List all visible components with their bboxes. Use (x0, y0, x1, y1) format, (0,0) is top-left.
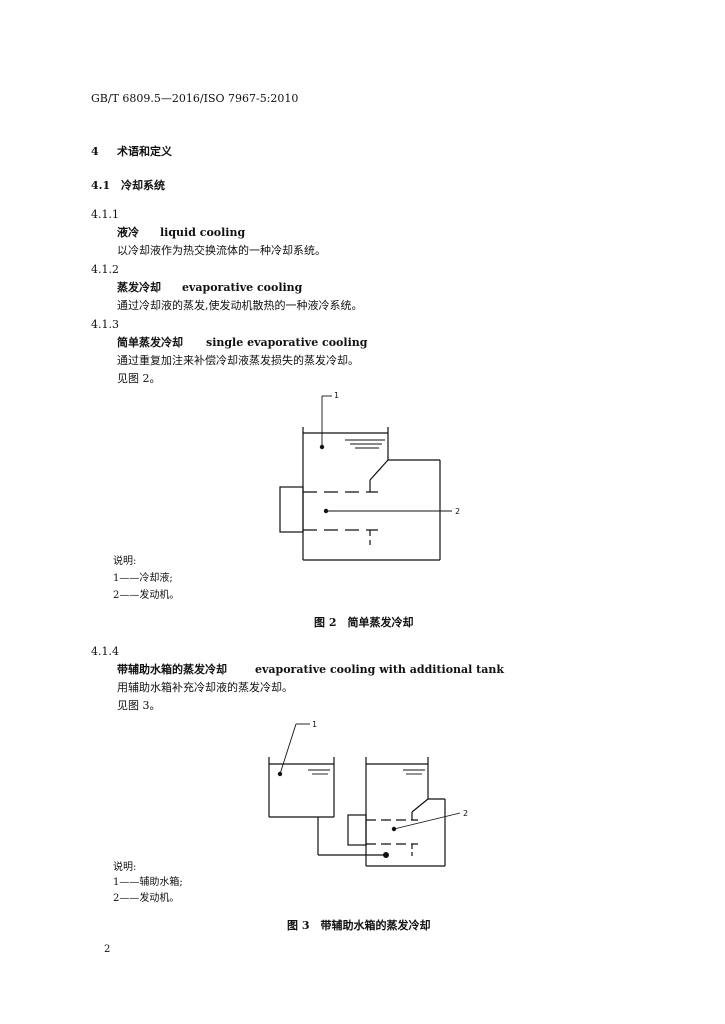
figure-2-legend-item: 1——冷却液; (113, 573, 173, 584)
figure-2-callout-2: 2 (455, 507, 460, 516)
term-en: single evaporative cooling (206, 336, 368, 349)
figure-2-legend-item: 2——发动机。 (113, 590, 180, 601)
term-zh: 蒸发冷却 (117, 281, 161, 294)
entry-number: 4.1.3 (91, 318, 119, 331)
see-figure-3: 见图 3。 (117, 699, 161, 712)
section-4-1-number: 4.1 (91, 179, 111, 192)
figure-3-legend-item: 2——发动机。 (113, 893, 180, 904)
figure-3-caption: 图 3 带辅助水箱的蒸发冷却 (287, 919, 431, 932)
figure-3-legend-item: 1——辅助水箱; (113, 877, 183, 888)
term-zh: 液冷 (117, 226, 139, 239)
figure-2-legend-title: 说明: (113, 556, 137, 567)
entry-number: 4.1.1 (91, 208, 119, 221)
term-definition: 通过冷却液的蒸发,使发动机散热的一种液冷系统。 (117, 299, 363, 312)
term-en: evaporative cooling with additional tank (255, 663, 504, 676)
figure-3-callout-1: 1 (312, 720, 317, 729)
term-en: evaporative cooling (182, 281, 303, 294)
section-4-title: 术语和定义 (117, 145, 172, 158)
figure-2-callout-1: 1 (334, 391, 339, 400)
figure-2-caption: 图 2 简单蒸发冷却 (314, 616, 414, 629)
term-definition: 用辅助水箱补充冷却液的蒸发冷却。 (117, 681, 293, 694)
section-4-number: 4 (91, 145, 99, 158)
figure-3-callout-2: 2 (463, 809, 468, 818)
page-number: 2 (104, 944, 111, 955)
term-definition: 通过重复加注来补偿冷却液蒸发损失的蒸发冷却。 (117, 354, 359, 367)
term-definition: 以冷却液作为热交换流体的一种冷却系统。 (117, 244, 326, 257)
term-zh: 带辅助水箱的蒸发冷却 (117, 663, 227, 676)
term-zh: 简单蒸发冷却 (117, 336, 183, 349)
entry-number: 4.1.2 (91, 263, 119, 276)
standard-code: GB/T 6809.5—2016/ISO 7967-5:2010 (91, 92, 299, 105)
entry-number: 4.1.4 (91, 645, 119, 658)
term-en: liquid cooling (160, 226, 246, 239)
figure-3-legend-title: 说明: (113, 862, 137, 873)
see-figure-2: 见图 2。 (117, 372, 161, 385)
section-4-1-title: 冷却系统 (121, 179, 165, 192)
